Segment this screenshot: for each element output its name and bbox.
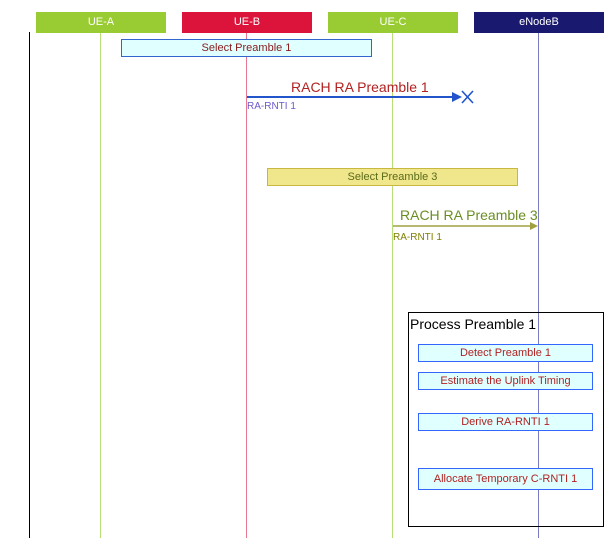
process-step-allocate-temporary-c-rnti: Allocate Temporary C-RNTI 1 xyxy=(418,468,593,490)
lifeline-head-ue-b: UE-B xyxy=(182,12,312,33)
process-step-derive-ra-rnti: Derive RA-RNTI 1 xyxy=(418,413,593,431)
lifeline-enodeb xyxy=(538,33,539,538)
process-step-label: Allocate Temporary C-RNTI 1 xyxy=(433,473,578,485)
message-rach-preamble-1-label: RACH RA Preamble 1 xyxy=(291,79,429,95)
process-frame xyxy=(408,312,604,527)
lifeline-ue-b xyxy=(246,33,247,538)
action-select-preamble-3-label: Select Preamble 3 xyxy=(347,171,438,183)
lifeline-head-enodeb: eNodeB xyxy=(474,12,604,33)
message-lost-cross-b xyxy=(461,90,474,104)
process-step-label: Derive RA-RNTI 1 xyxy=(461,416,550,428)
lifeline-ue-a xyxy=(100,33,101,538)
message-rach-preamble-1-param: RA-RNTI 1 xyxy=(247,101,296,112)
lifeline-head-ue-c: UE-C xyxy=(328,12,458,33)
action-select-preamble-1: Select Preamble 1 xyxy=(121,39,372,57)
action-select-preamble-3: Select Preamble 3 xyxy=(267,168,518,186)
lifeline-head-ue-a: UE-A xyxy=(36,12,166,33)
process-title: Process Preamble 1 xyxy=(410,316,537,332)
diagram-left-border xyxy=(29,32,30,538)
process-step-label: Estimate the Uplink Timing xyxy=(440,375,571,387)
action-select-preamble-1-label: Select Preamble 1 xyxy=(201,42,292,54)
lifeline-ue-c xyxy=(392,33,393,538)
message-rach-preamble-3-param: RA-RNTI 1 xyxy=(393,232,442,243)
process-step-detect-preamble: Detect Preamble 1 xyxy=(418,344,593,362)
process-step-label: Detect Preamble 1 xyxy=(459,347,552,359)
message-rach-preamble-3-label: RACH RA Preamble 3 xyxy=(400,207,538,223)
message-rach-preamble-3-arrowhead xyxy=(530,222,538,230)
process-step-estimate-uplink-timing: Estimate the Uplink Timing xyxy=(418,372,593,390)
message-rach-preamble-1-arrowhead xyxy=(452,92,462,102)
